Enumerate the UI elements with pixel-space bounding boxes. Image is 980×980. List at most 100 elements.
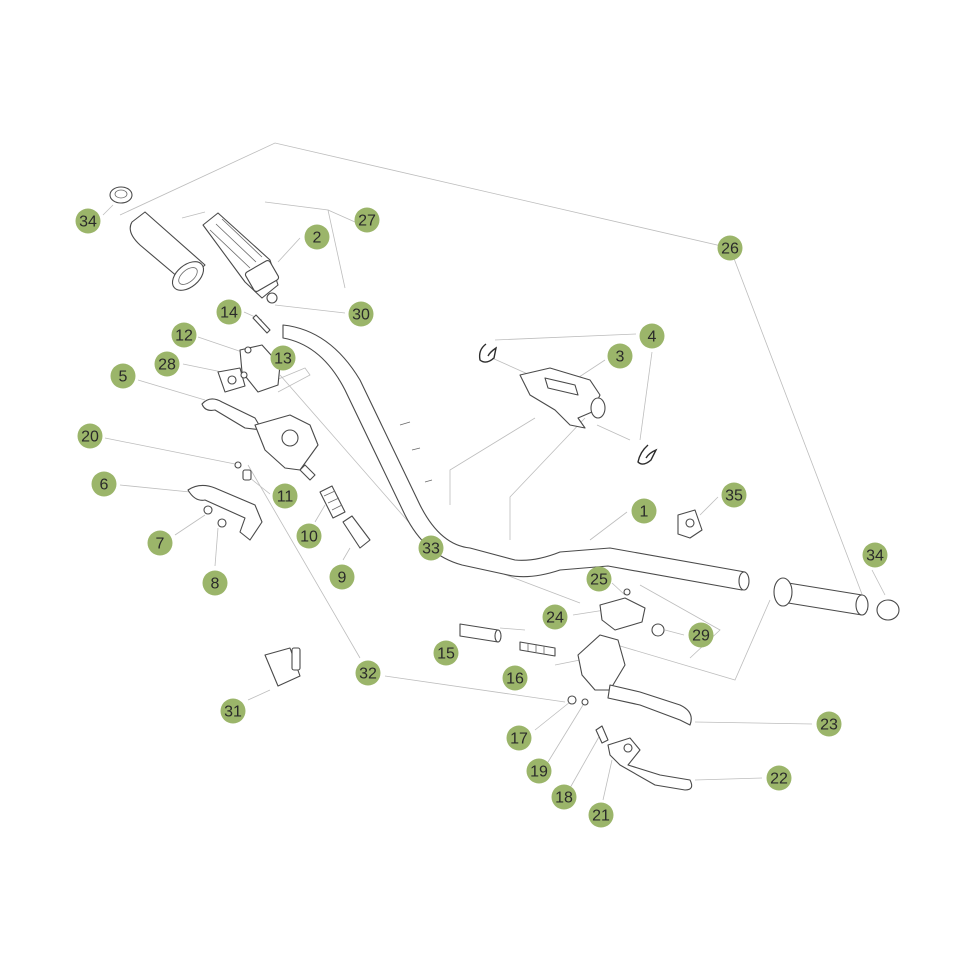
pin-20 bbox=[234, 461, 242, 469]
callout-badge-circle bbox=[355, 660, 381, 686]
callout-number: 11 bbox=[277, 489, 294, 506]
callout-badge-circle bbox=[506, 725, 532, 751]
spring-10 bbox=[319, 485, 346, 519]
callout-badge-circle bbox=[348, 301, 374, 327]
callout-badge-circle bbox=[91, 471, 117, 497]
callout-badge-circle bbox=[75, 208, 101, 234]
callout-number: 34 bbox=[866, 548, 884, 565]
callout-badge-circle bbox=[270, 345, 296, 371]
callout-35: 35 bbox=[721, 482, 747, 508]
handlebar-clamp bbox=[519, 367, 606, 429]
callout-number: 1 bbox=[640, 504, 649, 521]
callout-badge-circle bbox=[816, 711, 842, 737]
callout-25: 25 bbox=[586, 566, 612, 592]
callout-22: 22 bbox=[766, 765, 792, 791]
callout-24: 24 bbox=[542, 604, 568, 630]
callout-number: 35 bbox=[725, 488, 743, 505]
callout-10: 10 bbox=[296, 523, 322, 549]
callout-badge-circle bbox=[154, 351, 180, 377]
callout-29: 29 bbox=[688, 622, 714, 648]
callout-number: 33 bbox=[422, 541, 440, 558]
callout-number: 28 bbox=[158, 357, 176, 374]
left-end-cap bbox=[109, 186, 133, 204]
callout-badge-circle bbox=[171, 322, 197, 348]
switch-35 bbox=[677, 509, 703, 539]
callout-13: 13 bbox=[270, 345, 296, 371]
leader-lines bbox=[102, 142, 886, 801]
callout-number: 31 bbox=[224, 704, 242, 721]
left-grip bbox=[129, 211, 206, 291]
callout-9: 9 bbox=[329, 564, 355, 590]
switch-clamp bbox=[217, 344, 281, 393]
callout-4: 4 bbox=[639, 323, 665, 349]
callout-number: 3 bbox=[616, 349, 625, 366]
callout-badge-circle bbox=[639, 323, 665, 349]
callout-badge-circle bbox=[304, 224, 330, 250]
clip-upper bbox=[478, 343, 498, 363]
callout-33: 33 bbox=[418, 535, 444, 561]
callout-7: 7 bbox=[147, 530, 173, 556]
callout-5: 5 bbox=[110, 363, 136, 389]
bracket-31 bbox=[264, 647, 301, 687]
callout-18: 18 bbox=[551, 784, 577, 810]
callout-19: 19 bbox=[526, 758, 552, 784]
callout-number: 15 bbox=[437, 646, 455, 663]
callout-badge-circle bbox=[717, 235, 743, 261]
callout-34: 34 bbox=[75, 208, 101, 234]
bushing-11 bbox=[242, 469, 252, 481]
callout-badge-circle bbox=[147, 530, 173, 556]
callout-number: 10 bbox=[300, 529, 318, 546]
callout-15: 15 bbox=[433, 640, 459, 666]
callout-number: 9 bbox=[338, 570, 347, 587]
callout-27: 27 bbox=[354, 207, 380, 233]
callout-badge-circle bbox=[607, 343, 633, 369]
callout-number: 26 bbox=[721, 241, 739, 258]
callout-2: 2 bbox=[304, 224, 330, 250]
callout-23: 23 bbox=[816, 711, 842, 737]
callout-badge-circle bbox=[433, 640, 459, 666]
washer-19 bbox=[581, 698, 589, 706]
callout-badge-circle bbox=[586, 566, 612, 592]
clutch-lever-assembly bbox=[201, 398, 319, 481]
callout-badge-circle bbox=[202, 570, 228, 596]
callout-14: 14 bbox=[216, 299, 242, 325]
reservoir-cap bbox=[599, 597, 646, 631]
callout-number: 34 bbox=[79, 214, 97, 231]
callout-number: 8 bbox=[211, 576, 220, 593]
screw-14 bbox=[252, 314, 271, 334]
callout-number: 19 bbox=[530, 764, 548, 781]
callout-31: 31 bbox=[220, 698, 246, 724]
callout-number: 17 bbox=[510, 731, 528, 748]
callout-badge-circle bbox=[688, 622, 714, 648]
callout-number: 18 bbox=[555, 790, 573, 807]
callout-6: 6 bbox=[91, 471, 117, 497]
part-drawings bbox=[109, 186, 900, 791]
callout-badge-circle bbox=[354, 207, 380, 233]
callout-17: 17 bbox=[506, 725, 532, 751]
callout-badge-circle bbox=[110, 363, 136, 389]
callout-number: 5 bbox=[119, 369, 128, 386]
callout-26: 26 bbox=[717, 235, 743, 261]
callout-number: 24 bbox=[546, 610, 564, 627]
front-brake-lever bbox=[607, 737, 693, 791]
callout-20: 20 bbox=[77, 423, 103, 449]
clip-lower bbox=[637, 444, 658, 465]
bolt-17 bbox=[567, 695, 577, 705]
callout-12: 12 bbox=[171, 322, 197, 348]
callout-badge-circle bbox=[329, 564, 355, 590]
callout-badge-circle bbox=[272, 483, 298, 509]
rod-15 bbox=[459, 623, 499, 643]
callout-number: 4 bbox=[648, 329, 657, 346]
callout-30: 30 bbox=[348, 301, 374, 327]
callout-badge-circle bbox=[862, 542, 888, 568]
callout-21: 21 bbox=[588, 802, 614, 828]
brake-lever-assembly bbox=[577, 634, 692, 726]
callout-badge-circle bbox=[766, 765, 792, 791]
callout-number: 25 bbox=[590, 572, 608, 589]
pin-9 bbox=[342, 515, 371, 549]
callout-number: 20 bbox=[81, 429, 99, 446]
callout-badge-circle bbox=[77, 423, 103, 449]
callout-number: 7 bbox=[156, 536, 165, 553]
callout-number: 14 bbox=[220, 305, 238, 322]
